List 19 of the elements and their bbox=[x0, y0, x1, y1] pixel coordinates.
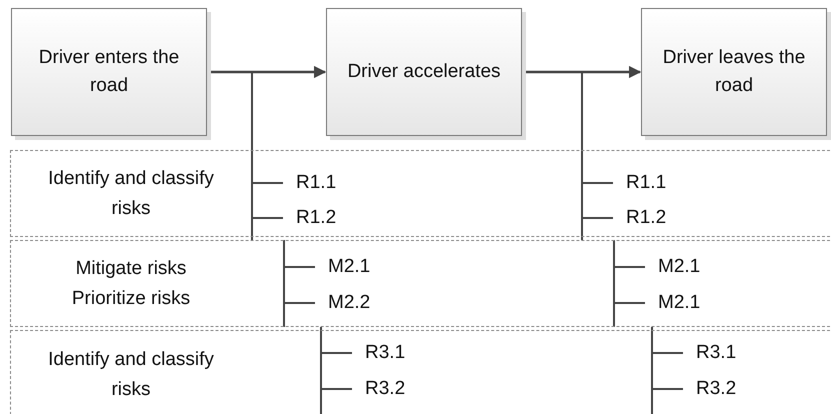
item-code: M2.1 bbox=[328, 256, 370, 278]
item-code: R1.1 bbox=[626, 172, 666, 194]
item-code: R3.2 bbox=[365, 378, 406, 400]
stage-band bbox=[10, 150, 831, 237]
item-code: R3.1 bbox=[696, 342, 736, 364]
item-code: R1.2 bbox=[296, 207, 336, 229]
band-title: Mitigate risks bbox=[76, 256, 186, 280]
item-code: R3.2 bbox=[696, 378, 736, 400]
band-title: Identify and classify risks bbox=[47, 348, 215, 402]
item-code: R1.2 bbox=[626, 207, 666, 229]
item-code: M2.1 bbox=[658, 256, 700, 278]
stage-band bbox=[10, 240, 831, 327]
item-code: R3.1 bbox=[365, 342, 406, 364]
item-code: M2.1 bbox=[658, 292, 700, 314]
stage-band bbox=[10, 330, 831, 414]
item-code: R1.1 bbox=[296, 172, 336, 194]
item-code: M2.2 bbox=[328, 292, 370, 314]
band-title: Identify and classify risks bbox=[47, 166, 215, 220]
band-title: Prioritize risks bbox=[72, 286, 190, 310]
